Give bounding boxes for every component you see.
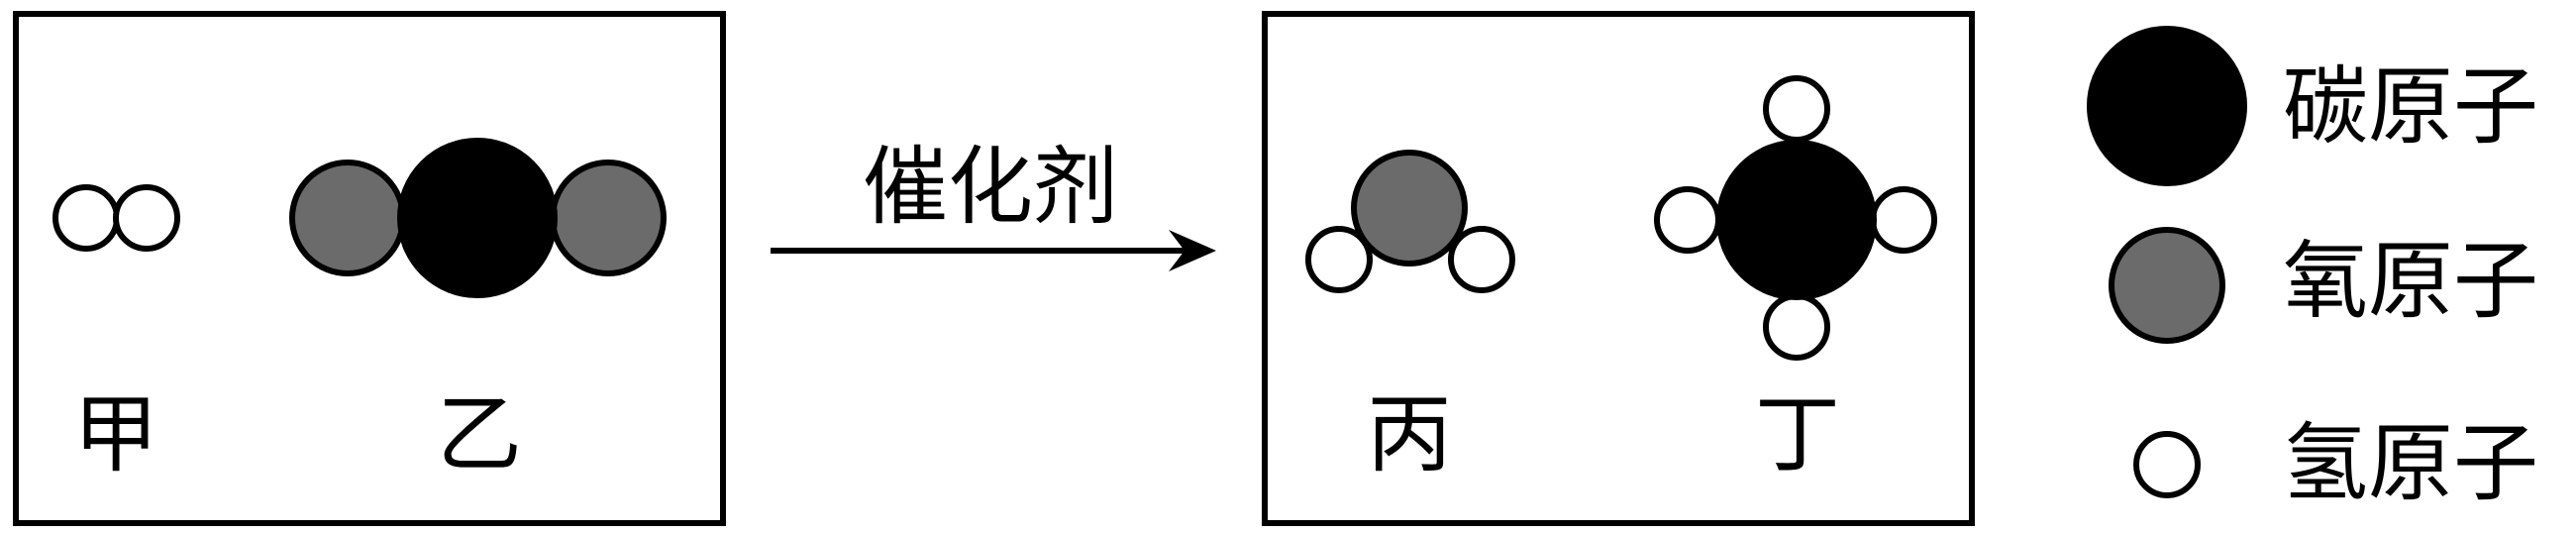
oxygen-atom [289,160,406,276]
hydrogen-atom [1763,293,1830,361]
label-ding: 丁 [1755,385,1840,484]
molecule-jia [52,184,180,252]
molecule-bing [1305,150,1515,293]
products-box [1262,11,1975,526]
molecule-yi [289,138,667,298]
label-yi: 乙 [437,385,522,484]
reactants-box [13,11,726,526]
legend-hydrogen-label: 氢原子 [2283,414,2538,513]
legend: 碳原子 氧原子 氢原子 [2087,26,2538,513]
catalyst-label: 催化剂 [863,138,1118,237]
legend-carbon-label: 碳原子 [2283,57,2538,157]
reaction-arrow: 催化剂 [771,138,1216,271]
oxygen-atom [550,160,667,276]
arrow-head-icon [1169,230,1216,271]
hydrogen-atom [1654,186,1721,254]
molecule-ding [1654,75,1937,361]
hydrogen-atom [1870,186,1937,254]
carbon-atom-icon [2087,26,2247,186]
hydrogen-atom [1763,75,1830,143]
oxygen-atom [1351,150,1468,267]
label-bing: 丙 [1367,385,1452,484]
hydrogen-atom-icon [2133,431,2201,498]
hydrogen-atom [1448,226,1515,293]
carbon-atom [397,138,558,298]
legend-oxygen-label: 氧原子 [2283,232,2538,331]
hydrogen-atom [1305,226,1373,293]
label-jia: 甲 [73,385,158,484]
oxygen-atom-icon [2109,227,2225,344]
carbon-atom [1716,140,1877,300]
hydrogen-atom [113,184,180,252]
hydrogen-atom [52,184,120,252]
